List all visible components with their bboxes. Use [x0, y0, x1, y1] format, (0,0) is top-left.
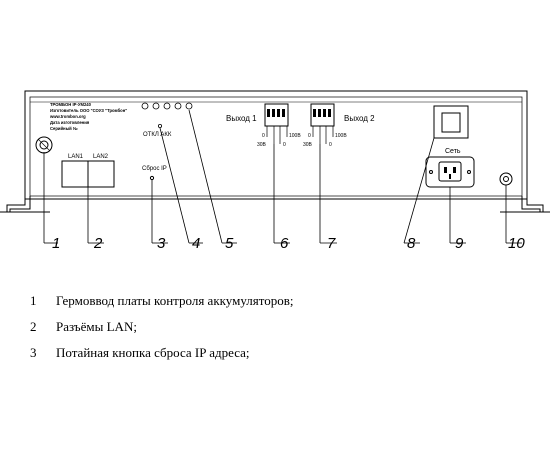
legend-list: 1 Гермоввод платы контроля аккумуляторов…: [30, 293, 530, 371]
ground-terminal-icon: [499, 172, 513, 186]
callout-number: 5: [225, 235, 234, 252]
output-2-zero-bottom: 0: [329, 142, 332, 148]
output-2-100v: 100В: [335, 133, 347, 139]
callout-number: 8: [407, 235, 416, 252]
output-1-zero-bottom: 0: [283, 142, 286, 148]
lan2-label: LAN2: [93, 154, 109, 160]
lan-ports: LAN1 LAN2: [61, 154, 115, 188]
callout-number: 7: [327, 235, 336, 252]
label-plate-line: Серийный №: [50, 126, 78, 131]
mains-socket: Сеть: [425, 148, 475, 188]
legend-item: 3 Потайная кнопка сброса IP адреса;: [30, 345, 530, 371]
callout-number: 10: [508, 235, 525, 252]
label-plate: ТРОМБОН IP-УМ240 Изготовитель ООО "СОУЗ …: [49, 102, 127, 131]
label-plate-line: Дата изготовления: [50, 120, 90, 125]
callout-number: 3: [157, 235, 166, 252]
output-2-title: Выход 2: [344, 114, 375, 123]
mains-label: Сеть: [445, 148, 461, 155]
legend-item: 1 Гермоввод платы контроля аккумуляторов…: [30, 293, 530, 319]
output-1-30v: 30В: [257, 142, 267, 148]
output-2-zero-top: 0: [308, 133, 311, 139]
callout-number: 9: [455, 235, 464, 252]
battery-off-label: ОТКЛ АКК: [143, 132, 172, 138]
legend-text: Гермоввод платы контроля аккумуляторов;: [56, 293, 294, 308]
lan1-label: LAN1: [68, 154, 84, 160]
label-plate-line: www.trombon.org: [49, 114, 86, 119]
mounting-bracket-right: [500, 196, 550, 213]
callout-number: 6: [280, 235, 289, 252]
output-1-100v: 100В: [289, 133, 301, 139]
legend-text: Потайная кнопка сброса IP адреса;: [56, 345, 250, 360]
legend-number: 1: [30, 293, 37, 308]
reset-hole-icon: [149, 175, 155, 181]
callout-leader-lines: [43, 109, 522, 244]
mounting-bracket-left: [0, 196, 50, 213]
output-1-terminal: Выход 1 0 100В 30В 0: [226, 103, 301, 148]
output-2-terminal: Выход 2 0 100В 30В 0: [303, 103, 375, 148]
callout-number: 1: [52, 235, 60, 252]
reset-ip-label: Сброс IP: [142, 166, 167, 172]
cable-gland-icon: [35, 136, 53, 154]
legend-text: Разъёмы LAN;: [56, 319, 137, 334]
output-2-30v: 30В: [303, 142, 313, 148]
output-1-zero-top: 0: [262, 133, 265, 139]
callout-number: 2: [93, 235, 103, 252]
device-chassis: [24, 90, 528, 200]
legend-item: 2 Разъёмы LAN;: [30, 319, 530, 345]
output-1-title: Выход 1: [226, 114, 257, 123]
label-plate-line: Изготовитель ООО "СОУЗ "Тромбон": [50, 108, 127, 113]
indicator-leds: [141, 102, 193, 129]
label-plate-line: ТРОМБОН IP-УМ240: [50, 102, 92, 107]
legend-number: 2: [30, 319, 37, 334]
power-switch-icon: [433, 105, 469, 139]
legend-number: 3: [30, 345, 37, 360]
callout-number: 4: [192, 235, 200, 252]
